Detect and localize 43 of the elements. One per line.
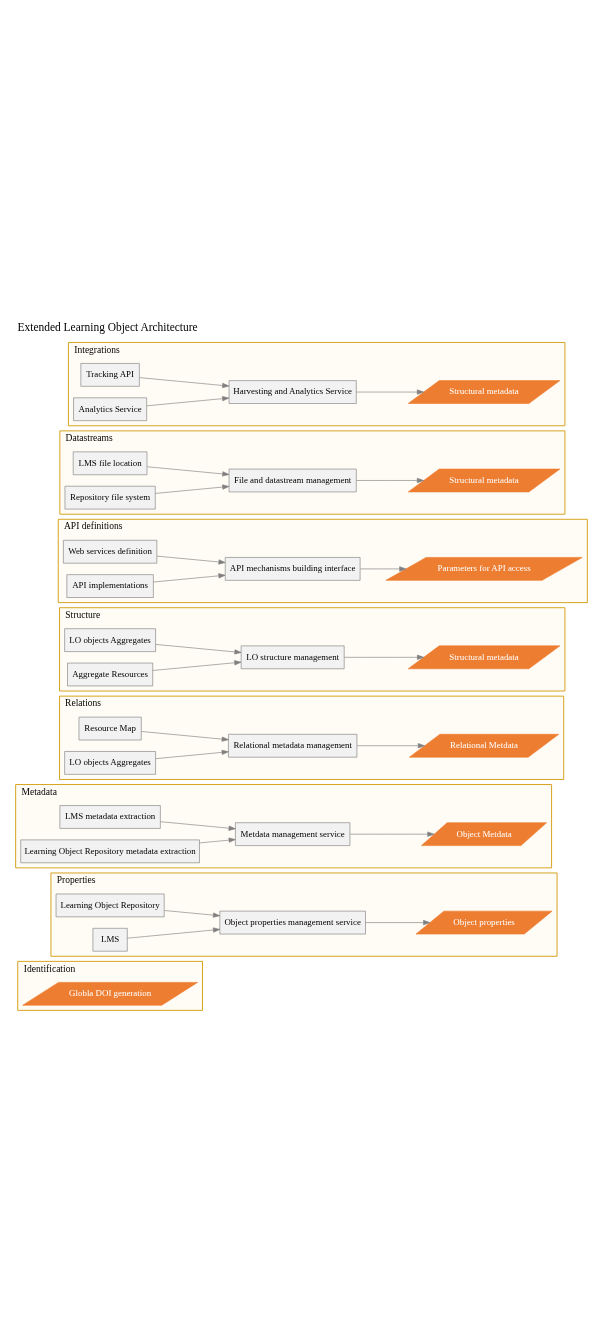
node-box: File and datastream management <box>228 468 357 492</box>
arrow <box>349 831 435 837</box>
arrow <box>140 730 229 742</box>
node-box: Learning Object Repository metadata extraction <box>20 839 200 863</box>
arrow <box>155 484 230 494</box>
arrow <box>146 395 230 406</box>
arrow <box>146 465 230 476</box>
arrow <box>139 376 230 388</box>
node-box: Repository file system <box>64 485 156 509</box>
arrow <box>160 820 236 831</box>
arrow <box>155 749 229 759</box>
node-box: Learning Object Repository <box>55 893 165 917</box>
node-box: LMS <box>92 927 128 952</box>
node-box: LMS metadata extraction <box>59 804 161 829</box>
node-box: Tracking API <box>80 362 140 387</box>
arrow <box>127 927 221 938</box>
arrow <box>199 837 236 843</box>
node-box: API mechanisms building interface <box>224 556 361 581</box>
node-box: Relational metadata management <box>228 733 358 757</box>
node-box: LMS file location <box>72 451 148 475</box>
node-box: Analytics Service <box>73 396 147 421</box>
arrow <box>152 659 242 671</box>
arrow <box>356 477 424 483</box>
node-box: Resource Map <box>78 716 142 740</box>
node-box: LO structure management <box>240 645 345 669</box>
node-box: Aggregate Resources <box>67 662 154 686</box>
node-box: Object properties management service <box>219 910 366 934</box>
arrow <box>356 742 425 748</box>
arrow <box>164 909 220 918</box>
arrow <box>343 654 425 660</box>
node-box: API implementations <box>66 573 154 598</box>
arrow <box>360 565 407 571</box>
arrow <box>365 919 431 925</box>
arrow <box>153 572 226 582</box>
arrow <box>155 643 242 654</box>
arrow <box>356 389 424 395</box>
arrow <box>156 555 226 564</box>
node-box: LO objects Aggregates <box>64 750 156 775</box>
node-box: LO objects Aggregates <box>64 627 156 652</box>
node-box: Harvesting and Analytics Service <box>228 379 357 404</box>
diagram-title: Extended Learning Object Architecture <box>17 320 198 333</box>
node-box: Web services definition <box>63 539 158 563</box>
node-box: Metdata management service <box>235 821 351 846</box>
